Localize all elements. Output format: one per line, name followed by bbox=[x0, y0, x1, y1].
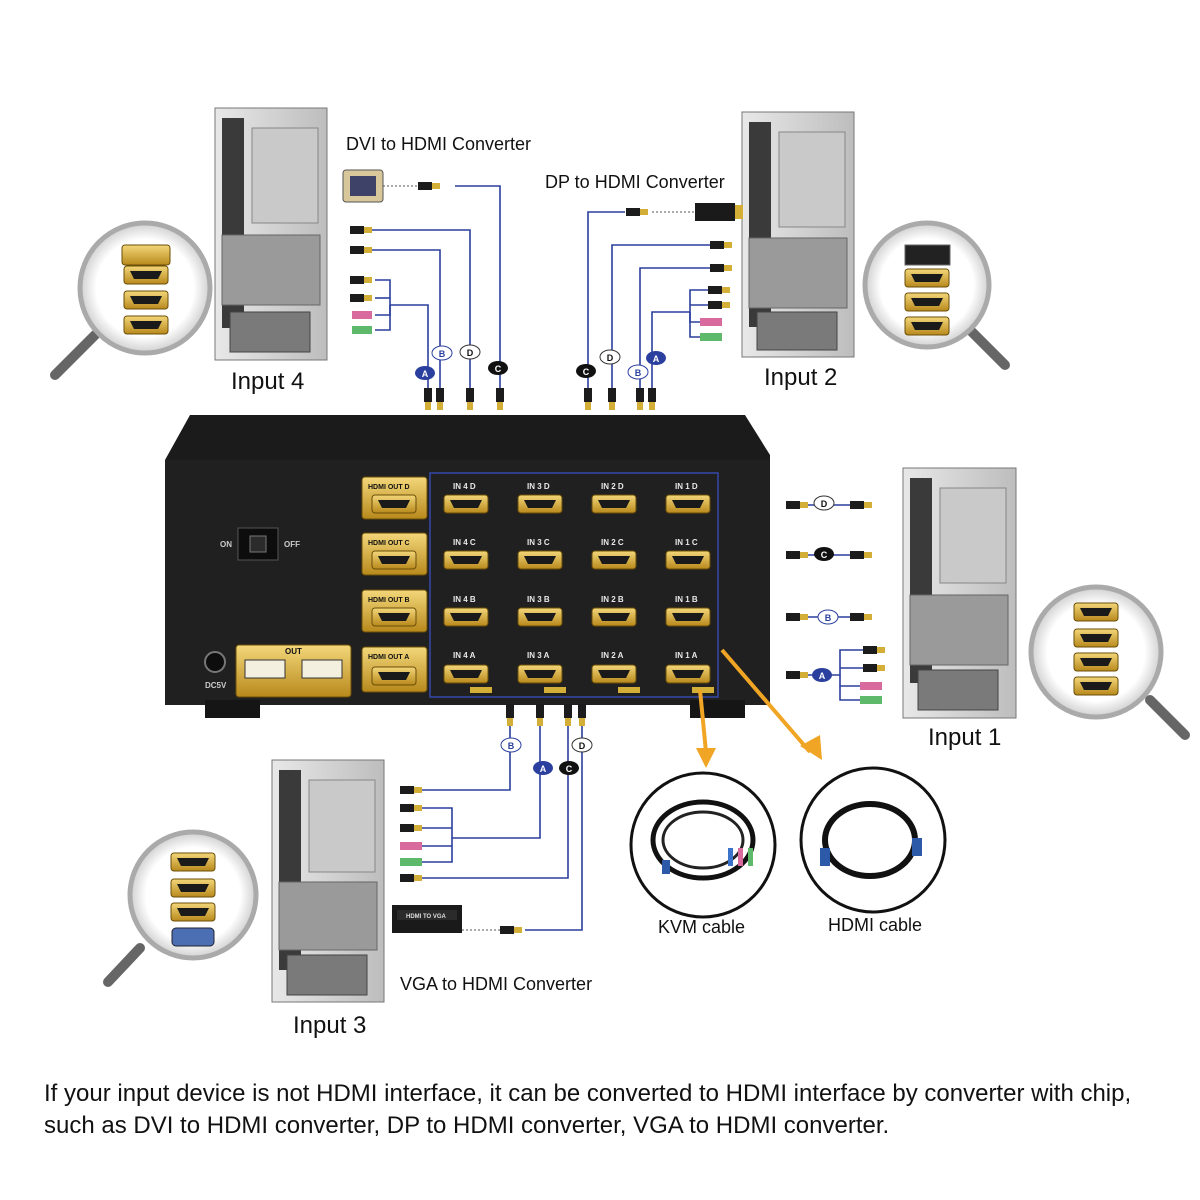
in-label: IN 2 D bbox=[601, 482, 624, 491]
vga-converter bbox=[392, 905, 500, 933]
badge-b: B bbox=[439, 349, 446, 359]
badge-b: B bbox=[825, 613, 832, 623]
magnifier-input3 bbox=[103, 829, 259, 987]
in-label: IN 4 D bbox=[453, 482, 476, 491]
in-label: IN 4 C bbox=[453, 538, 476, 547]
in-label: IN 2 A bbox=[601, 651, 624, 660]
pc-tower-input2 bbox=[741, 111, 855, 358]
badge-c: C bbox=[583, 367, 590, 377]
magnifier-input1 bbox=[1028, 584, 1190, 740]
cable-plugs bbox=[350, 182, 885, 934]
in-label: IN 4 A bbox=[453, 651, 476, 660]
usb-port-2[interactable] bbox=[301, 659, 343, 679]
badge-d: D bbox=[821, 499, 828, 509]
power-on-label: ON bbox=[220, 540, 232, 549]
dc-label: DC5V bbox=[205, 681, 227, 690]
arrows bbox=[696, 648, 822, 768]
badge-d: D bbox=[467, 348, 474, 358]
in-label: IN 1 A bbox=[675, 651, 698, 660]
in-label: IN 1 D bbox=[675, 482, 698, 491]
badge-d: D bbox=[607, 353, 614, 363]
badge-c: C bbox=[566, 764, 573, 774]
badge-a: A bbox=[819, 671, 826, 681]
in-label: IN 1 B bbox=[675, 595, 698, 604]
power-off-label: OFF bbox=[284, 540, 300, 549]
vga-converter-label: VGA to HDMI Converter bbox=[400, 974, 593, 994]
kvm-switch bbox=[165, 415, 770, 718]
input4-label: Input 4 bbox=[231, 368, 305, 395]
dvi-converter-label: DVI to HDMI Converter bbox=[346, 134, 532, 154]
magnifier-input2 bbox=[862, 220, 1010, 370]
badge-a: A bbox=[653, 354, 660, 364]
badge-a: A bbox=[540, 764, 547, 774]
input3-label: Input 3 bbox=[293, 1012, 367, 1039]
pc-tower-input4 bbox=[214, 107, 328, 361]
magnifier-input4 bbox=[50, 220, 213, 380]
in-label: IN 3 C bbox=[527, 538, 550, 547]
caption-text: If your input device is not HDMI interfa… bbox=[44, 1080, 1132, 1139]
hdmi-out-ports bbox=[361, 476, 428, 693]
hdmi-out-b-label: HDMI OUT B bbox=[368, 597, 410, 604]
badge-d: D bbox=[579, 741, 586, 751]
kvm-cable-label: KVM cable bbox=[658, 917, 746, 937]
badge-b: B bbox=[635, 368, 642, 378]
pc-tower-input3 bbox=[271, 759, 385, 1003]
hdmi-out-d-label: HDMI OUT D bbox=[368, 484, 410, 491]
hdmi-out-c-label: HDMI OUT C bbox=[368, 540, 410, 547]
in-label: IN 1 C bbox=[675, 538, 698, 547]
dp-converter-label: DP to HDMI Converter bbox=[545, 172, 725, 192]
in-label: IN 4 B bbox=[453, 595, 476, 604]
dvi-converter bbox=[342, 169, 420, 203]
badge-c: C bbox=[821, 550, 828, 560]
input2-label: Input 2 bbox=[764, 364, 838, 391]
usb-port-1[interactable] bbox=[244, 659, 286, 679]
dp-converter bbox=[652, 203, 743, 221]
in-label: IN 3 D bbox=[527, 482, 550, 491]
vga-box-label: HDMI TO VGA bbox=[406, 914, 447, 920]
in-label: IN 2 B bbox=[601, 595, 624, 604]
in-label: IN 2 C bbox=[601, 538, 624, 547]
in-label: IN 3 B bbox=[527, 595, 550, 604]
in-label: IN 3 A bbox=[527, 651, 550, 660]
input1-label: Input 1 bbox=[928, 724, 1002, 751]
badge-c: C bbox=[495, 364, 502, 374]
hdmi-out-a-label: HDMI OUT A bbox=[368, 654, 409, 661]
dc-jack bbox=[204, 651, 226, 673]
kvm-cable-image bbox=[629, 771, 777, 919]
pc-tower-input1 bbox=[902, 467, 1017, 719]
hdmi-cable-label: HDMI cable bbox=[828, 915, 923, 935]
badge-a: A bbox=[422, 369, 429, 379]
hdmi-cable-image bbox=[799, 766, 947, 914]
badge-b: B bbox=[508, 741, 515, 751]
port-badges bbox=[415, 344, 839, 775]
usb-out-label: OUT bbox=[285, 647, 302, 656]
